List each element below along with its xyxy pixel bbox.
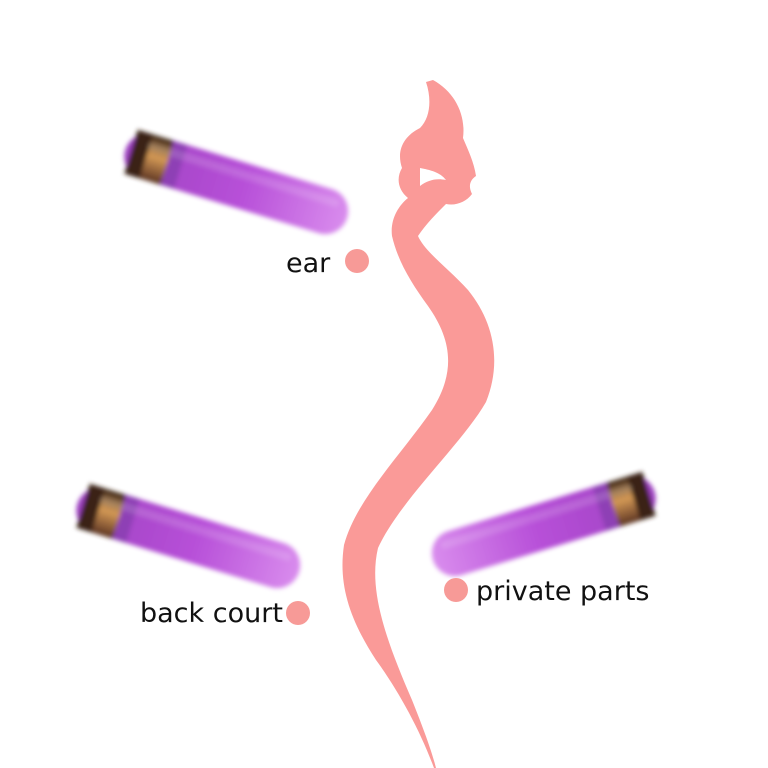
ear-marker-dot <box>345 249 369 273</box>
back-court-marker-dot <box>286 601 310 625</box>
private-parts-marker-dot <box>444 578 468 602</box>
ear-label: ear <box>286 248 331 279</box>
vibrator-device-icon <box>70 482 306 594</box>
back-court-label: back court <box>140 598 283 629</box>
woman-silhouette-icon <box>342 80 495 768</box>
vibrator-device-icon <box>118 128 354 240</box>
face-detail-icon <box>420 168 446 186</box>
private-parts-label: private parts <box>476 576 650 607</box>
vibrator-device-icon <box>426 470 662 582</box>
